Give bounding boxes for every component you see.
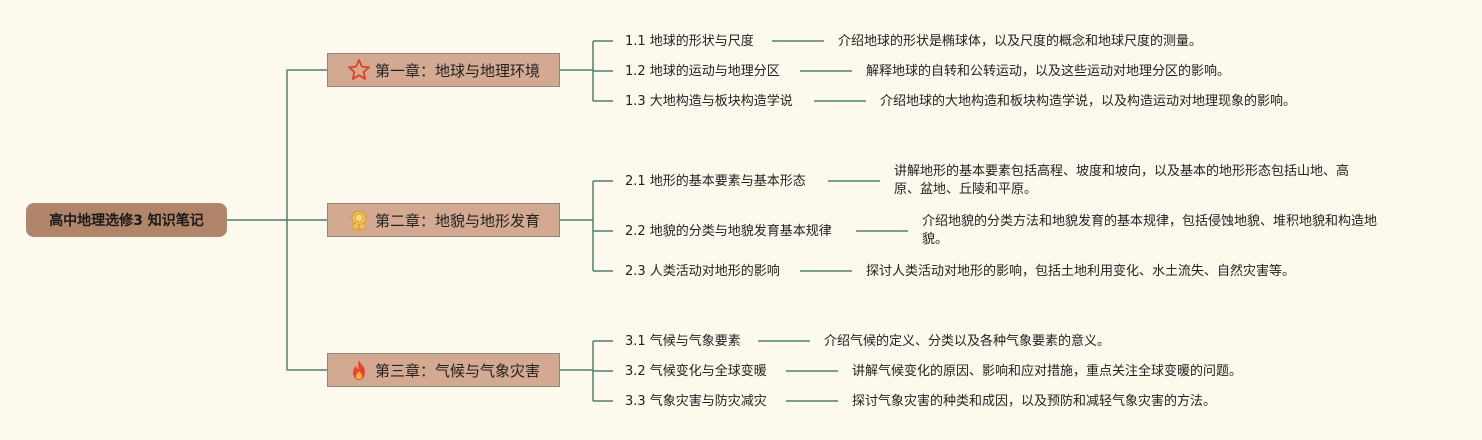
topic-1-3-description: 介绍地球的大地构造和板块构造学说，以及构造运动对地理现象的影响。	[880, 94, 1297, 109]
topic-1-2-description: 解释地球的自转和公转运动，以及这些运动对地理分区的影响。	[866, 64, 1231, 79]
topic-2-3[interactable]: 2.3 人类活动对地形的影响	[625, 264, 780, 279]
topic-2-1-description: 讲解地形的基本要素包括高程、坡度和坡向，以及基本的地形形态包括山地、高 原、盆地…	[894, 164, 1350, 197]
topic-3-2[interactable]: 3.2 气候变化与全球变暖	[625, 364, 767, 379]
topic-1-1[interactable]: 1.1 地球的形状与尺度	[625, 34, 754, 49]
topic-2-2[interactable]: 2.2 地貌的分类与地貌发育基本规律	[625, 224, 832, 239]
chapter-title: 第一章：地球与地理环境	[374, 61, 540, 80]
badge-icon	[347, 208, 371, 232]
topic-2-1[interactable]: 2.1 地形的基本要素与基本形态	[625, 174, 806, 189]
chapter-node-2[interactable]: 第二章：地貌与地形发育	[327, 203, 560, 237]
topic-3-1-description: 介绍气候的定义、分类以及各种气象要素的意义。	[824, 334, 1111, 349]
chapter-node-1[interactable]: 第一章：地球与地理环境	[327, 53, 560, 87]
root-node[interactable]: 高中地理选修3 知识笔记	[26, 203, 227, 237]
topic-3-1[interactable]: 3.1 气候与气象要素	[625, 334, 741, 349]
star-icon	[347, 58, 371, 82]
topic-3-2-description: 讲解气候变化的原因、影响和应对措施，重点关注全球变暖的问题。	[852, 364, 1243, 379]
topic-2-3-description: 探讨人类活动对地形的影响，包括土地利用变化、水土流失、自然灾害等。	[866, 264, 1296, 279]
chapter-title: 第二章：地貌与地形发育	[374, 211, 540, 230]
topic-2-2-description: 介绍地貌的分类方法和地貌发育的基本规律，包括侵蚀地貌、堆积地貌和构造地 貌。	[922, 214, 1378, 247]
fire-icon	[347, 358, 371, 382]
topic-1-3[interactable]: 1.3 大地构造与板块构造学说	[625, 94, 793, 109]
chapter-title: 第三章：气候与气象灾害	[374, 361, 540, 380]
topic-3-3[interactable]: 3.3 气象灾害与防灾减灾	[625, 394, 767, 409]
chapter-node-3[interactable]: 第三章：气候与气象灾害	[327, 353, 560, 387]
root-title: 高中地理选修3 知识笔记	[49, 213, 204, 229]
topic-1-1-description: 介绍地球的形状是椭球体，以及尺度的概念和地球尺度的测量。	[838, 34, 1203, 49]
topic-3-3-description: 探讨气象灾害的种类和成因，以及预防和减轻气象灾害的方法。	[852, 394, 1217, 409]
topic-1-2[interactable]: 1.2 地球的运动与地理分区	[625, 64, 780, 79]
